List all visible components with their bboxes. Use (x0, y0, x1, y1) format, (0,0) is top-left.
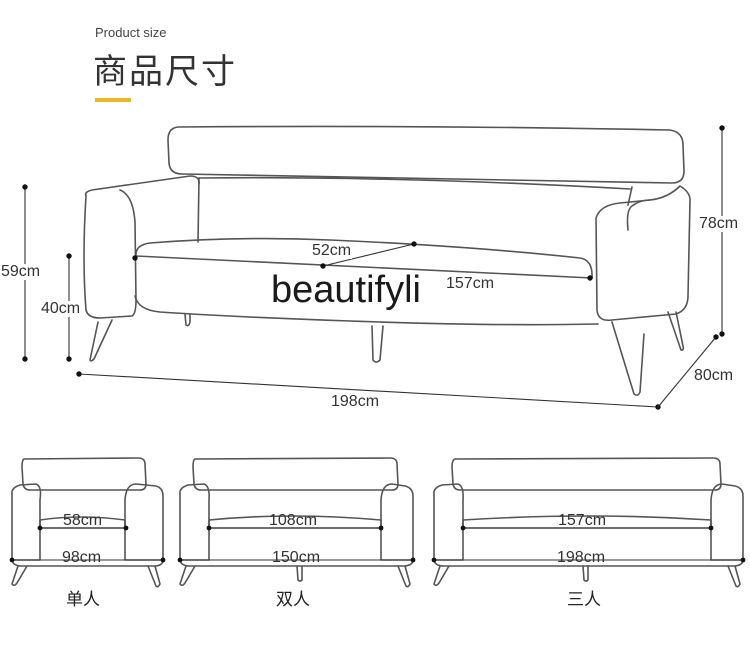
header-accent-bar (95, 98, 131, 102)
single-overall-width-label: 98cm (62, 549, 102, 566)
triple-overall-width-label: 198cm (557, 549, 606, 566)
triple-seat-width-label: 157cm (558, 512, 607, 529)
double-caption: 双人 (276, 590, 310, 610)
double-seat-width-label: 108cm (269, 512, 318, 529)
single-sofa-dimension-lines (9, 525, 166, 563)
overall-width-label: 198cm (330, 393, 381, 410)
triple-sofa-outline (433, 457, 744, 588)
main-sofa-outline (83, 125, 691, 396)
header-title: 商品尺寸 (93, 52, 237, 92)
single-seat-width-label: 58cm (63, 512, 103, 529)
single-caption: 单人 (66, 590, 100, 610)
header-subtitle: Product size (95, 25, 167, 40)
triple-caption: 三人 (567, 590, 601, 610)
overall-depth-label: 80cm (693, 367, 735, 384)
single-sofa-outline (11, 457, 164, 588)
double-sofa-outline (179, 457, 414, 588)
back-height-label: 59cm (0, 263, 42, 280)
triple-sofa-dimension-lines (431, 525, 746, 563)
seat-depth-label: 52cm (311, 242, 353, 259)
double-overall-width-label: 150cm (272, 549, 321, 566)
watermark-text: beautifyli (271, 269, 421, 311)
seat-width-label: 157cm (445, 275, 496, 292)
seat-height-label: 40cm (40, 300, 82, 317)
double-sofa-dimension-lines (177, 525, 416, 563)
height-total-label: 78cm (698, 215, 740, 232)
